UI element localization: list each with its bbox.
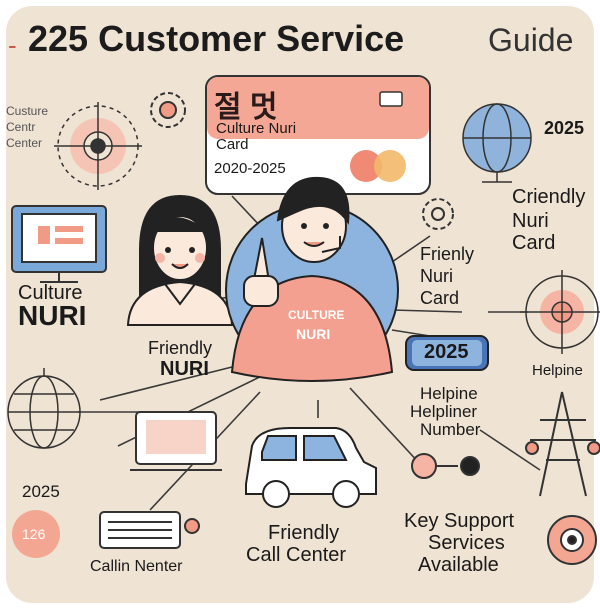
helpline-line3: Number bbox=[420, 420, 481, 439]
target-icon-left bbox=[54, 102, 142, 190]
card-illustration bbox=[205, 75, 431, 195]
crosshair-icon-right bbox=[520, 270, 600, 354]
keyboard-icon bbox=[99, 511, 200, 549]
mid-right-line3: Card bbox=[420, 288, 460, 308]
custure-line2: Centr bbox=[6, 120, 36, 134]
car-illustration bbox=[245, 427, 377, 508]
badge-126-shape bbox=[12, 510, 60, 558]
friendly-nuri-left-line1: Friendly bbox=[148, 338, 213, 358]
tablet-icon bbox=[130, 411, 222, 471]
custure-line3: Center bbox=[6, 136, 43, 150]
card-line2: Card bbox=[216, 136, 249, 153]
criendly-line3: Card bbox=[512, 232, 556, 254]
friendly-call-line1: Friendly bbox=[268, 522, 340, 544]
gear-icon-right bbox=[422, 198, 454, 230]
monitor-caption-line1: Culture bbox=[18, 282, 83, 304]
helpline-line2: Helpliner bbox=[410, 402, 478, 421]
target-icon-bottom-right bbox=[547, 515, 597, 565]
key-support-line1: Key Support bbox=[404, 510, 515, 532]
key-support-line3: Available bbox=[418, 554, 499, 576]
criendly-line1: Criendly bbox=[512, 186, 586, 208]
badge-2025-shape bbox=[405, 335, 489, 371]
badge-2025-label: 2025 bbox=[424, 341, 469, 363]
connector-lines bbox=[78, 195, 541, 511]
woman-agent-illustration bbox=[126, 194, 234, 326]
callin-label: Callin Nenter bbox=[90, 558, 183, 575]
key-support-line2: Services bbox=[428, 532, 505, 554]
helpine-right-label: Helpine bbox=[532, 362, 583, 379]
mid-right-line1: Frienly bbox=[420, 244, 475, 264]
card-line1: Culture Nuri bbox=[216, 120, 297, 137]
agent-shirt-line2: NURI bbox=[296, 326, 331, 342]
globe-icon-left bbox=[7, 368, 81, 449]
mid-right-line2: Nuri bbox=[420, 266, 454, 286]
title-dash: - bbox=[8, 30, 17, 60]
criendly-line2: Nuri bbox=[512, 210, 549, 232]
page-title: 225 Customer Service bbox=[28, 18, 405, 59]
right-year-label: 2025 bbox=[544, 118, 585, 138]
card-hangul: 절 멋 bbox=[214, 91, 278, 124]
title-tail: Guide bbox=[488, 22, 574, 58]
globe-icon-right bbox=[462, 103, 532, 183]
central-agent-illustration bbox=[225, 176, 399, 382]
helpline-line1: Helpine bbox=[420, 384, 478, 403]
custure-line1: Custure bbox=[6, 104, 49, 118]
card-years: 2020-2025 bbox=[214, 160, 286, 177]
gear-icon bbox=[150, 92, 186, 128]
badge-126-label: 126 bbox=[22, 526, 46, 542]
globe-left-year: 2025 bbox=[22, 482, 60, 501]
agent-shirt-line1: CULTURE bbox=[288, 308, 345, 322]
monitor-icon bbox=[11, 205, 107, 283]
friendly-nuri-left-line2: NURI bbox=[160, 358, 209, 380]
monitor-caption-line2: NURI bbox=[18, 300, 87, 331]
friendly-call-line2: Call Center bbox=[246, 544, 347, 566]
tower-icon bbox=[525, 391, 600, 497]
support-icons bbox=[411, 453, 480, 479]
